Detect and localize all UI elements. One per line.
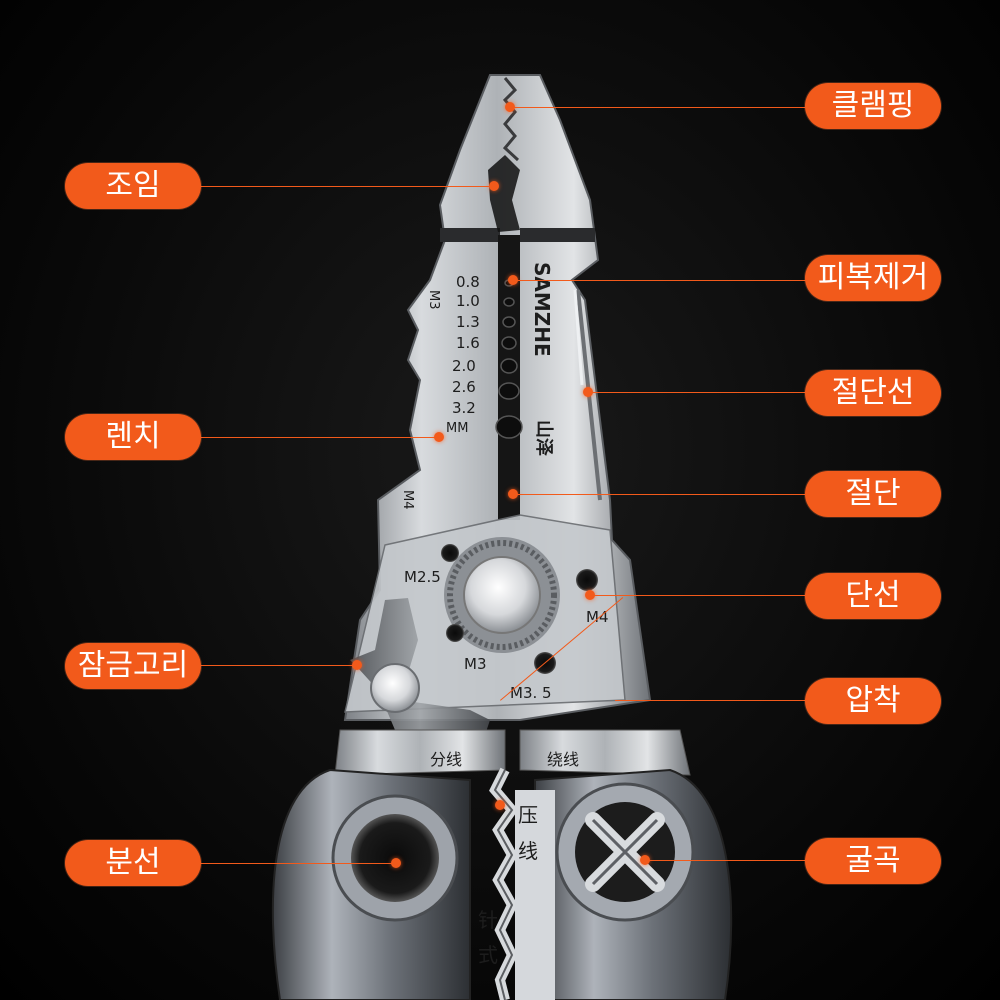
leader-cut bbox=[513, 494, 806, 495]
label-split-wire: 분선 bbox=[65, 840, 201, 886]
press-cn-1: 压 bbox=[518, 803, 538, 827]
gauge-mm: MM bbox=[446, 421, 468, 436]
pin-cn-1: 针 bbox=[478, 908, 498, 932]
brand-logo-cn: 山泽 bbox=[533, 420, 554, 456]
leader-bend bbox=[645, 860, 806, 861]
hole-m3-label: M3 bbox=[464, 655, 487, 673]
gauge-1-6: 1.6 bbox=[456, 334, 480, 352]
hole-m2-5-label: M2.5 bbox=[404, 568, 441, 586]
marker-shear-wire bbox=[585, 590, 595, 600]
marker-tighten bbox=[489, 181, 499, 191]
marker-bend bbox=[640, 855, 650, 865]
leader-split-wire bbox=[200, 863, 396, 864]
marker-crimp bbox=[495, 800, 505, 810]
gauge-0-8: 0.8 bbox=[456, 273, 480, 291]
label-shear-wire: 단선 bbox=[805, 573, 941, 619]
gauge-3-2: 3.2 bbox=[452, 399, 476, 417]
split-wire-cn: 分线 bbox=[430, 750, 462, 769]
marker-cut-wire bbox=[583, 387, 593, 397]
label-bend: 굴곡 bbox=[805, 838, 941, 884]
leader-tighten bbox=[200, 186, 494, 187]
marker-wrench bbox=[434, 432, 444, 442]
label-lock-hook: 잠금고리 bbox=[65, 643, 201, 689]
marker-cut bbox=[508, 489, 518, 499]
marker-crimp-clamp bbox=[505, 102, 515, 112]
label-cut: 절단 bbox=[805, 471, 941, 517]
label-crimp: 압착 bbox=[805, 678, 941, 724]
brand-logo: SAMZHE bbox=[530, 262, 554, 357]
leader-lock-hook bbox=[200, 665, 357, 666]
marker-lock-hook bbox=[352, 660, 362, 670]
leader-shear-wire bbox=[590, 595, 806, 596]
wrench-m4-label: M4 bbox=[400, 490, 415, 510]
label-strip: 피복제거 bbox=[805, 255, 941, 301]
label-cut-wire: 절단선 bbox=[805, 370, 941, 416]
press-cn-2: 线 bbox=[518, 839, 538, 863]
leader-cut-wire bbox=[588, 392, 806, 393]
leader-crimp-clamp bbox=[510, 107, 806, 108]
gauge-1-0: 1.0 bbox=[456, 292, 480, 310]
label-tighten: 조임 bbox=[65, 163, 201, 209]
wind-wire-cn: 绕线 bbox=[547, 750, 579, 769]
marker-strip bbox=[508, 275, 518, 285]
gauge-1-3: 1.3 bbox=[456, 313, 480, 331]
hole-m3-5-label: M3. 5 bbox=[510, 684, 552, 702]
label-wrench: 렌치 bbox=[65, 414, 201, 460]
gauge-2-6: 2.6 bbox=[452, 378, 476, 396]
leader-wrench bbox=[200, 437, 439, 438]
wrench-m3-label: M3 bbox=[426, 290, 441, 310]
marker-split-wire bbox=[391, 858, 401, 868]
leader-strip bbox=[513, 280, 806, 281]
gauge-2-0: 2.0 bbox=[452, 357, 476, 375]
pin-cn-2: 式 bbox=[478, 943, 498, 967]
leader-crimp-a bbox=[615, 700, 806, 701]
label-crimp-clamp: 클램핑 bbox=[805, 83, 941, 129]
